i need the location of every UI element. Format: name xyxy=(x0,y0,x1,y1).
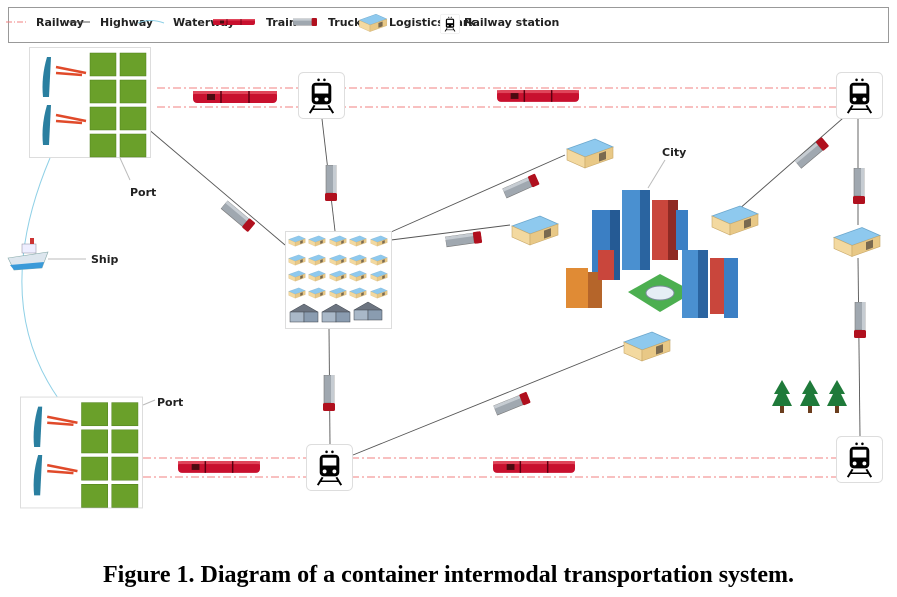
train-icon xyxy=(193,90,277,104)
tree-icon xyxy=(827,380,847,413)
port-bottom-icon xyxy=(20,396,143,509)
legend-train: Train xyxy=(266,16,297,29)
tree-icon xyxy=(772,380,792,413)
logistics-park-icon xyxy=(623,331,671,362)
logistics-hub xyxy=(285,231,392,329)
tree-icon xyxy=(800,380,820,413)
ship-icon xyxy=(7,238,49,271)
label-city: City xyxy=(662,146,686,159)
truck-icon xyxy=(445,230,483,248)
figure-caption: Figure 1. Diagram of a container intermo… xyxy=(102,562,795,588)
port-top-icon xyxy=(29,47,151,158)
logistics-park-icon xyxy=(511,215,559,246)
logistics-park-icon xyxy=(566,138,614,169)
train-icon xyxy=(213,18,255,26)
legend-highway: Highway xyxy=(100,16,153,29)
logistics-park-icon xyxy=(833,226,881,258)
legend: Railway Highway Waterway Train Truck Log… xyxy=(6,7,889,43)
port-top-leader xyxy=(119,157,131,181)
legend-waterway-swatch xyxy=(137,20,165,24)
railway-lines xyxy=(143,87,836,478)
train-icon xyxy=(493,460,575,474)
city-leader xyxy=(647,159,666,189)
legend-railway: Railway xyxy=(36,16,84,29)
railway-station-icon xyxy=(440,13,460,35)
port-bottom-leader xyxy=(142,399,156,406)
train-icon xyxy=(178,460,260,474)
truck-icon xyxy=(293,17,317,27)
truck-icon xyxy=(794,136,830,170)
truck-icon xyxy=(325,165,337,201)
truck-icon xyxy=(323,375,335,411)
label-ship: Ship xyxy=(91,253,119,266)
waterway-line xyxy=(21,157,59,399)
truck-icon xyxy=(854,302,866,338)
logistics-park-icon xyxy=(711,205,759,236)
railway-station-icon xyxy=(306,444,353,491)
railway-station-icon xyxy=(298,72,345,119)
truck-icon xyxy=(502,173,540,199)
legend-truck: Truck xyxy=(328,16,362,29)
railway-station-icon xyxy=(836,436,883,483)
truck-icon xyxy=(493,391,531,417)
railway-station-icon xyxy=(836,72,883,119)
city-icon xyxy=(566,190,738,318)
train-icon xyxy=(497,89,579,103)
legend-railway-station: Railway station xyxy=(464,16,559,29)
truck-icon xyxy=(853,168,865,204)
label-port-bottom: Port xyxy=(157,396,183,409)
label-port-top: Port xyxy=(130,186,156,199)
